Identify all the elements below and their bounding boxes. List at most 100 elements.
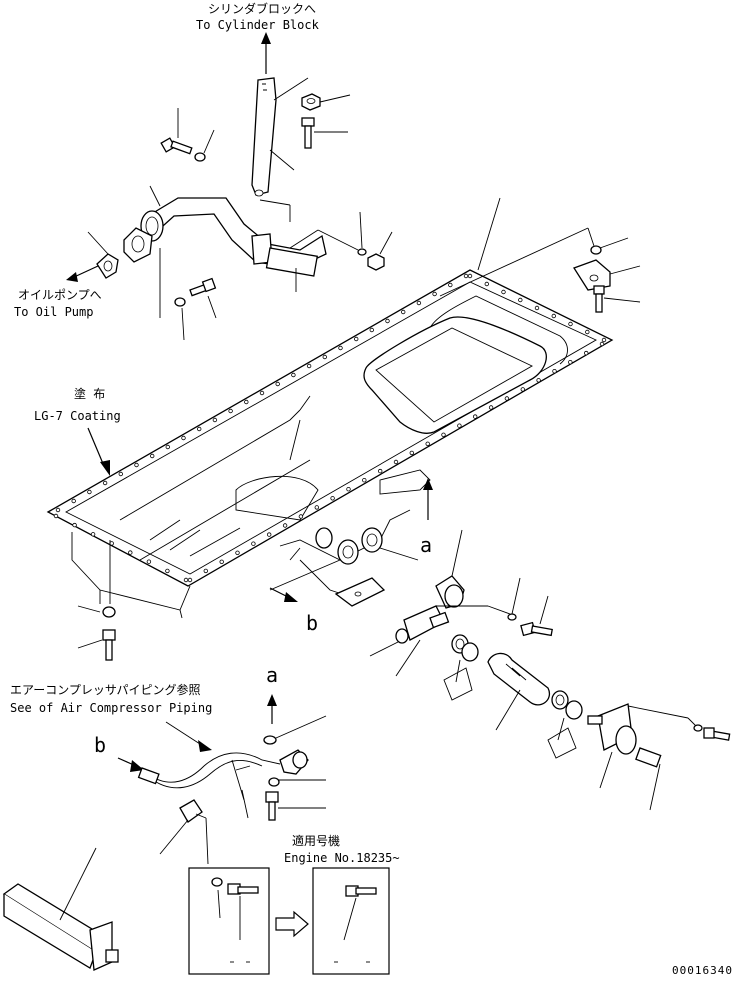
bolt-hole (181, 435, 186, 441)
bolt-hole (306, 363, 312, 369)
bolt-hole (448, 282, 453, 288)
bolt-icon-elbow (635, 727, 731, 811)
bolt-hole (599, 341, 605, 347)
bolt-hole (72, 522, 77, 528)
bolt-hole (401, 309, 406, 315)
bolt-hole (568, 321, 573, 327)
flange-gasket (87, 227, 153, 279)
oring-icon (369, 628, 409, 657)
bolt-hole (385, 318, 390, 324)
bolt-hole (149, 453, 155, 459)
bolt-hole (501, 289, 506, 295)
label-coating-jp: 塗 布 (74, 386, 105, 401)
hose-clamp-icon (443, 634, 479, 701)
bolt-hole (520, 387, 525, 392)
bolt-hole (259, 390, 265, 396)
bolt-hole (354, 336, 359, 342)
bolt-icon-left (160, 108, 193, 155)
arrow-b-lower-icon (117, 757, 144, 772)
bolt-hole (416, 300, 422, 306)
bolt-hole (212, 417, 218, 423)
bolt-hole (165, 568, 170, 574)
bolt-icon (301, 117, 348, 149)
bolt-hole (128, 550, 133, 555)
bolt-hole (53, 513, 59, 519)
bolt-hole (504, 396, 510, 401)
bolt-hole (330, 496, 335, 501)
bolt-hole (187, 577, 193, 583)
arrow-up-icon (261, 32, 271, 74)
sensor-assembly (137, 715, 327, 865)
bolt-hole (71, 498, 76, 504)
arrow-a-top-icon (423, 478, 433, 520)
washer-icon (194, 129, 215, 162)
bolt-hole (488, 405, 494, 410)
nut-icon (301, 93, 351, 111)
bolt-hole (432, 291, 437, 297)
arrow-up-a-icon (267, 694, 277, 724)
label-cylinder-block-jp: シリンダブロックへ (208, 1, 316, 16)
flange-bolt-holes (53, 273, 607, 583)
bolt-hole (298, 514, 304, 519)
hose (487, 652, 551, 731)
bolt-hole (322, 354, 327, 360)
detail-box-before (188, 867, 270, 975)
bolt-hole (228, 408, 233, 414)
label-oil-pump-en: To Oil Pump (14, 305, 93, 319)
bolt-hole (518, 297, 523, 303)
bracket-plate (439, 227, 641, 297)
bolt-icon-bracket (593, 285, 641, 313)
bolt-hole (102, 480, 108, 486)
bolt-icon-pipe (159, 248, 217, 341)
label-cylinder-block-en: To Cylinder Block (196, 18, 320, 32)
hose-clamp-icon-2 (547, 690, 583, 759)
bolt-hole (203, 568, 208, 574)
bolt-hole (362, 478, 367, 483)
suction-pipe (140, 185, 327, 292)
bolt-hole (393, 459, 399, 465)
bolt-hole (134, 462, 139, 468)
label-engine-no-en: Engine No.18235~ (284, 851, 400, 865)
bolt-hole (601, 337, 607, 343)
arrow-right-icon (275, 910, 309, 938)
arrow-coating-icon (87, 427, 110, 476)
bolt-hole (551, 313, 556, 319)
bolt-hole (244, 399, 249, 405)
bolt-hole (55, 507, 61, 513)
bolt-hole (585, 329, 590, 335)
bolt-hole (536, 378, 541, 383)
bolt-hole (463, 273, 469, 279)
bolt-hole (219, 559, 224, 564)
bolt-hole (338, 345, 343, 351)
bolt-hole (534, 305, 540, 311)
arrow-air-comp-icon (198, 740, 212, 752)
elbow-flange (587, 703, 703, 789)
bolt-hole (196, 426, 202, 432)
label-air-comp-en: See of Air Compressor Piping (10, 701, 212, 715)
ref-a-lower: a (266, 663, 278, 687)
bolt-hole (291, 372, 296, 378)
washer-nut-icon (289, 211, 393, 271)
label-air-comp-jp: エアーコンプレッサパイピング参照 (10, 682, 200, 697)
bolt-hole (346, 487, 351, 492)
bolt-hole (146, 559, 152, 564)
bolt-hole (552, 369, 557, 374)
bolt-hole (314, 505, 319, 510)
drain-bolt (77, 540, 116, 661)
bolt-hole (409, 450, 414, 456)
bolt-hole (251, 541, 256, 546)
detail-box-after (312, 867, 390, 975)
arrow-b-icon (269, 587, 298, 602)
bolt-hole (183, 577, 189, 583)
plug-cap (435, 529, 465, 609)
bolt-hole (267, 532, 272, 537)
bolt-hole (467, 273, 473, 279)
bolt-hole (165, 444, 170, 450)
cover-plate (395, 577, 521, 677)
bolt-hole (235, 550, 240, 555)
label-oil-pump-jp: オイルポンプへ (18, 288, 102, 302)
bolt-hole (484, 281, 489, 287)
bolt-hole (378, 468, 383, 474)
bolt-hole (369, 327, 374, 333)
bolt-hole (568, 360, 573, 365)
